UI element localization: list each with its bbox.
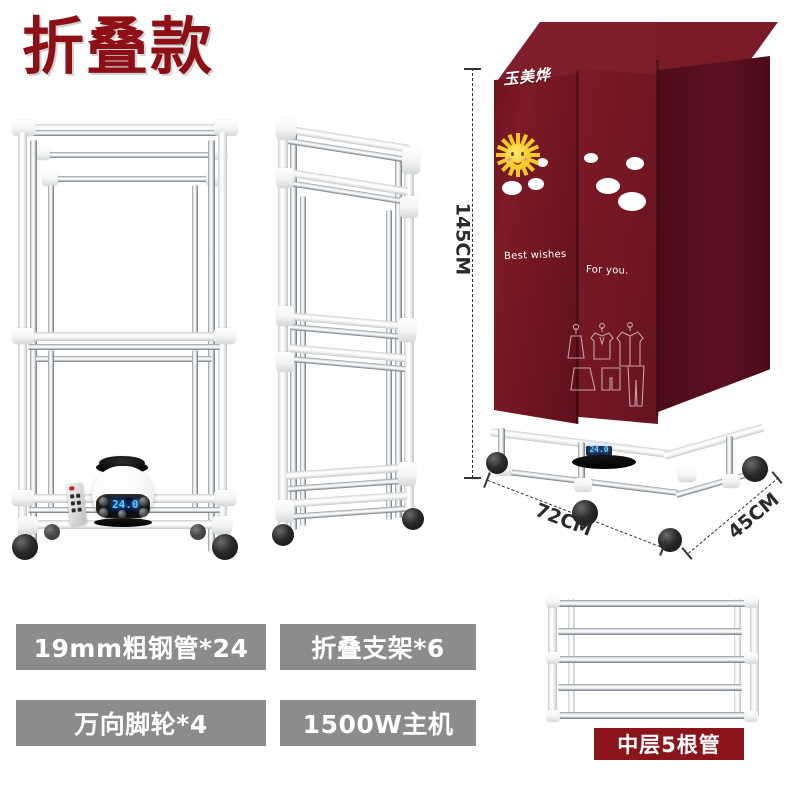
- dryer-base-leg: [498, 428, 505, 468]
- remote-button[interactable]: [76, 500, 82, 505]
- folding-hinge: [398, 318, 416, 342]
- feature-label-folding-brackets: 折叠支架*6: [280, 624, 476, 670]
- folding-hinge: [398, 462, 416, 486]
- folding-hinge: [276, 118, 296, 140]
- cloud-icon: [528, 178, 544, 190]
- caster-wheel: [12, 534, 38, 560]
- folding-hinge: [276, 168, 294, 188]
- folded-post: [278, 122, 288, 532]
- rack-mid-shelf-rail: [36, 356, 212, 362]
- folding-hinge: [400, 196, 418, 218]
- rack-top-rail-back: [30, 130, 226, 136]
- folding-hinge: [402, 148, 420, 174]
- rack-joint: [574, 478, 592, 492]
- rack-joint: [34, 148, 50, 160]
- remote-control[interactable]: [65, 482, 88, 526]
- rack-joint: [722, 474, 740, 488]
- rack-joint: [744, 652, 758, 664]
- caster-wheel: [742, 456, 768, 482]
- rack-joint: [546, 652, 560, 664]
- feature-label-steel-tubes: 19mm粗钢管*24: [16, 624, 266, 670]
- cloud-icon: [584, 153, 598, 163]
- shelf-tube: [558, 600, 750, 607]
- cover-text-for-you: For you.: [585, 264, 629, 277]
- caster-wheel: [272, 524, 294, 546]
- rack-joint: [214, 328, 236, 344]
- dryer-base-rail: [662, 423, 766, 460]
- cover-side-face: [658, 56, 770, 412]
- rack-hang-rail: [42, 152, 220, 158]
- cover-seam: [576, 70, 579, 424]
- remote-button[interactable]: [70, 501, 76, 506]
- remote-button[interactable]: [71, 508, 76, 513]
- rack-post-inner: [48, 185, 54, 340]
- cloud-icon: [618, 192, 646, 211]
- heater-base-ring: [94, 518, 152, 527]
- rack-joint: [678, 468, 696, 482]
- height-dimension-line: [472, 68, 473, 478]
- rack-mid-shelf-rail: [28, 344, 220, 350]
- heater-display: 24.0: [112, 498, 139, 513]
- rack-post-inner: [48, 350, 54, 510]
- heater-button[interactable]: [99, 497, 108, 506]
- remote-power-button[interactable]: [69, 486, 75, 491]
- remote-button[interactable]: [77, 507, 82, 512]
- clothing-icons: [567, 322, 645, 407]
- caster-wheel: [486, 452, 508, 474]
- caster-wheel: [402, 508, 424, 530]
- dryer-base-leg: [726, 436, 733, 478]
- cover-door-right: [578, 68, 658, 424]
- feature-label-motor: 1500W主机: [280, 700, 476, 746]
- cloud-icon: [537, 158, 548, 167]
- heater-button[interactable]: [139, 497, 148, 506]
- heater-button[interactable]: [99, 508, 108, 517]
- dryer-heater-display: 24.0: [586, 446, 612, 456]
- folding-hinge: [276, 500, 294, 522]
- cloud-icon: [626, 157, 644, 170]
- dimension-tick: [464, 477, 481, 479]
- shelf-tube: [558, 684, 742, 691]
- remote-button[interactable]: [75, 493, 81, 498]
- shelf-caption-label: 中层5根管: [594, 728, 744, 760]
- heater-button[interactable]: [139, 508, 148, 517]
- caster-wheel: [190, 524, 206, 540]
- rack-top-rail: [14, 124, 234, 133]
- dryer-heater-base: [572, 455, 636, 469]
- rack-joint: [12, 490, 34, 506]
- folding-hinge: [276, 352, 294, 372]
- rack-joint: [214, 490, 236, 506]
- rack-joint: [18, 516, 38, 534]
- cloud-icon: [502, 181, 522, 195]
- rack-post-inner: [192, 185, 198, 340]
- rack-hang-rail: [52, 176, 212, 182]
- rack-joint: [546, 596, 560, 608]
- page-title: 折叠款: [22, 10, 215, 83]
- rack-joint: [12, 328, 34, 344]
- remote-button[interactable]: [69, 494, 75, 499]
- rack-post-inner: [192, 350, 198, 510]
- cover-text-best-wishes: Best wishes: [503, 248, 567, 263]
- heater-button[interactable]: [118, 510, 126, 518]
- dimension-tick: [464, 68, 481, 70]
- rack-joint: [212, 516, 232, 534]
- height-dimension-label: 145CM: [451, 202, 474, 276]
- rack-joint: [744, 710, 758, 722]
- cover-seam: [656, 60, 659, 416]
- cloud-icon: [596, 178, 620, 194]
- rack-mid-shelf-rail: [14, 332, 234, 341]
- rack-joint: [744, 596, 758, 608]
- cover-door-left: [494, 74, 578, 424]
- rack-joint: [42, 172, 58, 186]
- folding-hinge: [276, 306, 294, 326]
- rack-joint: [546, 710, 560, 722]
- feature-label-casters: 万向脚轮*4: [16, 700, 266, 746]
- caster-wheel: [212, 534, 238, 560]
- caster-wheel: [572, 500, 598, 526]
- shelf-tube: [558, 628, 742, 635]
- caster-wheel: [44, 524, 60, 540]
- shelf-tube: [556, 656, 746, 663]
- shelf-tube: [558, 712, 748, 719]
